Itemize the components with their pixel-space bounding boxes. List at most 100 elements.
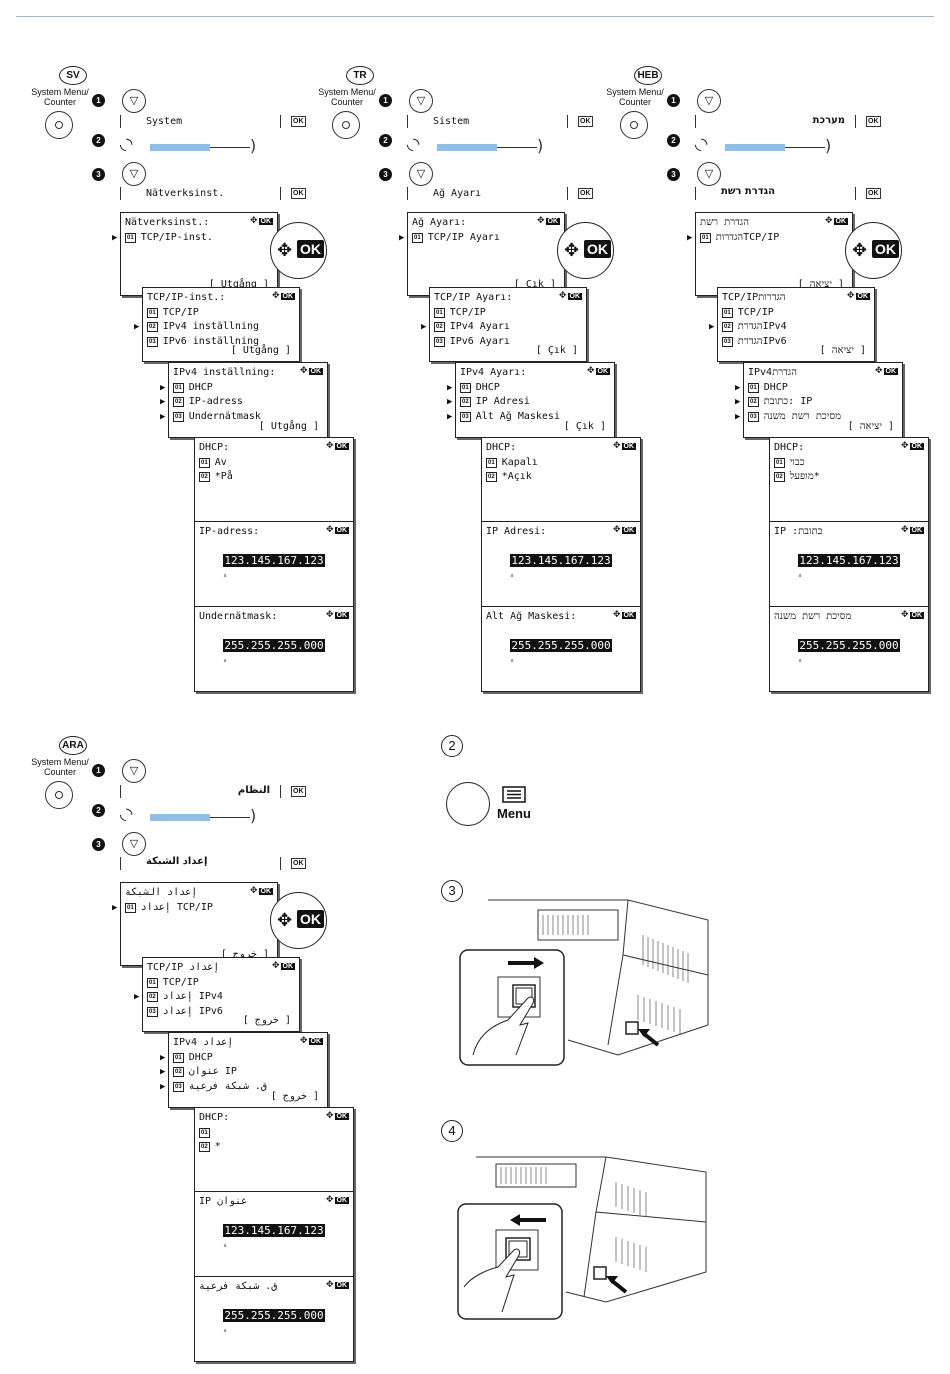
screen-footer[interactable]: [ Utgång ]	[208, 278, 269, 290]
screen-footer[interactable]: [ Çık ]	[563, 420, 606, 432]
display-network-text: הגדרת רשת	[721, 186, 775, 197]
item-number-icon: 01	[412, 232, 423, 243]
screen-title: IPv4 inställning:	[173, 367, 276, 378]
screen-footer[interactable]: [ יציאה ]	[819, 344, 866, 356]
system-menu-button[interactable]	[45, 111, 73, 139]
item-number-icon: 02	[460, 397, 471, 407]
step-3-badge: 3	[92, 838, 105, 851]
ip-address-value[interactable]: 123.145.167.123	[195, 554, 353, 570]
navigate-ok-icon: ✥OK	[271, 961, 295, 971]
screen-footer[interactable]: [ יציאה ]	[847, 420, 894, 432]
slider-end-brace: )	[825, 136, 832, 155]
subnet-mask-value[interactable]: 255.255.255.000	[482, 639, 640, 655]
display-left-edge	[695, 187, 696, 200]
screen-item-text: IPv6 inställning	[162, 335, 260, 347]
system-menu-button[interactable]	[332, 111, 360, 139]
display-left-edge	[407, 115, 408, 128]
down-arrow-button[interactable]: ▽	[409, 162, 433, 186]
down-arrow-button[interactable]: ▽	[122, 162, 146, 186]
screen-footer[interactable]: [ Çık ]	[513, 278, 556, 290]
down-arrow-button[interactable]: ▽	[122, 832, 146, 856]
subnet-mask-value[interactable]: 255.255.255.000	[770, 639, 928, 655]
screen-item-text: Alt Ağ Maskesi	[475, 410, 560, 422]
screen-title: Ağ Ayarı:	[412, 217, 467, 228]
screen-footer[interactable]: [ Çık ]	[535, 344, 578, 356]
select-arrow: ▶	[112, 902, 118, 913]
screen-footer[interactable]: [ خروج ]	[242, 1014, 291, 1026]
down-arrow-button[interactable]: ▽	[122, 759, 146, 783]
subnet-mask-value[interactable]: 255.255.255.000	[195, 639, 353, 655]
navigate-ok-icon: ✥OK	[249, 216, 273, 226]
screen-item-2[interactable]: 02*Açık	[486, 470, 636, 485]
down-arrow-button[interactable]: ▽	[409, 89, 433, 113]
slider-end-brace: )	[250, 136, 257, 155]
display-right-edge	[280, 187, 281, 200]
ip-address-text: 123.145.167.123	[223, 554, 325, 567]
ok-key-large: OK	[872, 240, 899, 258]
screen-footer[interactable]: [ خروج ]	[270, 1090, 319, 1102]
screen-footer[interactable]: [ Utgång ]	[230, 344, 291, 356]
display-system-text: System	[146, 116, 183, 127]
menu-button[interactable]	[446, 782, 490, 826]
ip-address-value[interactable]: 123.145.167.123	[195, 1224, 353, 1240]
screen-footer[interactable]: [ خروج ]	[220, 948, 269, 960]
screen-item-2[interactable]: 02*	[199, 1140, 349, 1155]
subnet-mask-text: 255.255.255.000	[223, 639, 325, 652]
press-icon: ◟◝	[407, 134, 420, 153]
screen-item-1[interactable]: 01	[199, 1126, 349, 1141]
ip-address-text: 123.145.167.123	[510, 554, 612, 567]
navigate-ok-icon: ✥OK	[299, 1036, 323, 1046]
down-arrow-button[interactable]: ▽	[697, 162, 721, 186]
screen-footer[interactable]: [ Utgång ]	[258, 420, 319, 432]
down-arrow-button[interactable]: ▽	[122, 89, 146, 113]
screen-item-2[interactable]: 02*På	[199, 470, 349, 485]
screen-footer[interactable]: [ יציאה ]	[797, 278, 844, 290]
step-3-label: 3	[441, 880, 463, 902]
screen-item-text: IPv4 inställning	[162, 321, 260, 332]
subnet-mask-value[interactable]: 255.255.255.000	[195, 1309, 353, 1325]
down-arrow-button[interactable]: ▽	[697, 89, 721, 113]
ip-address-value[interactable]: 123.145.167.123	[770, 554, 928, 570]
ip-address-value[interactable]: 123.145.167.123	[482, 554, 640, 570]
system-menu-button[interactable]	[45, 781, 73, 809]
system-menu-button[interactable]	[620, 111, 648, 139]
